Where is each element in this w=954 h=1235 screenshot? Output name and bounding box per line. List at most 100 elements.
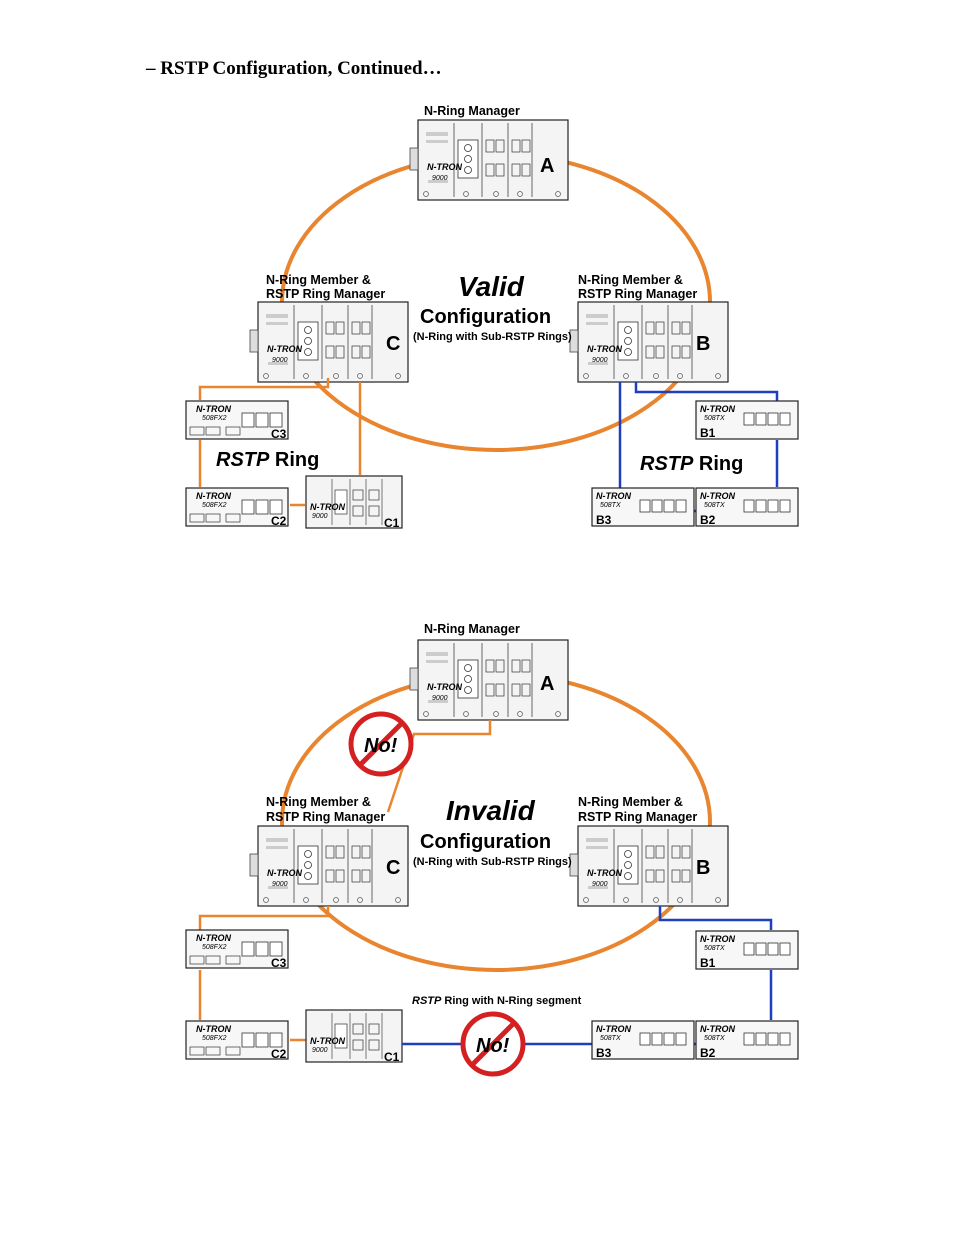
valid-diagram: N-TRON 9000 A N-Ring Manager N-TRON 9000… <box>185 104 799 530</box>
svg-text:508TX: 508TX <box>704 415 725 422</box>
svg-text:508TX: 508TX <box>704 945 725 952</box>
n-ring-manager-label: N-Ring Manager <box>424 104 520 118</box>
c-sub-ring-link-invalid <box>198 906 330 930</box>
svg-text:N-TRON: N-TRON <box>196 404 231 414</box>
invalid-title: Invalid <box>446 795 536 826</box>
svg-text:508TX: 508TX <box>704 1035 725 1042</box>
svg-text:C1: C1 <box>384 1050 400 1064</box>
svg-text:No!: No! <box>476 1035 510 1057</box>
svg-text:N-TRON: N-TRON <box>196 491 231 501</box>
svg-text:(N-Ring with Sub-RSTP Rings): (N-Ring with Sub-RSTP Rings) <box>413 856 572 868</box>
page-heading: – RSTP Configuration, Continued… <box>146 58 442 79</box>
svg-text:B2: B2 <box>700 1046 716 1060</box>
svg-text:9000: 9000 <box>312 513 328 520</box>
svg-text:B: B <box>696 857 710 879</box>
tag-b3: B3 <box>596 513 612 527</box>
svg-text:9000: 9000 <box>312 1047 328 1054</box>
valid-title: Valid <box>458 271 525 302</box>
svg-text:A: A <box>540 673 554 695</box>
segment-label: RSTP Ring with N-Ring segment <box>412 995 582 1007</box>
model-label: 9000 <box>432 175 448 182</box>
svg-text:N-TRON: N-TRON <box>196 933 231 943</box>
svg-text:N-TRON: N-TRON <box>587 868 622 878</box>
switch-c3: N-TRON 508FX2 C3 <box>185 400 289 441</box>
svg-text:N-TRON: N-TRON <box>310 1036 345 1046</box>
unit-letter-a: A <box>540 155 554 177</box>
svg-text:N-Ring Member &: N-Ring Member & <box>266 795 371 809</box>
svg-text:508FX2: 508FX2 <box>202 502 227 509</box>
device-c-invalid: N-TRON 9000 C <box>249 825 409 907</box>
switch-b3: N-TRON 508TX B3 <box>591 487 695 527</box>
no-sign-icon: No! <box>348 711 414 777</box>
svg-text:508TX: 508TX <box>600 502 621 509</box>
b-sub-ring-link-invalid <box>658 906 773 930</box>
n-ring-manager-label-invalid: N-Ring Manager <box>424 622 520 636</box>
switch-b1-invalid: N-TRON 508TX B1 <box>695 930 799 970</box>
device-c: N-TRON 9000 C <box>249 301 409 383</box>
svg-text:N-TRON: N-TRON <box>596 491 631 501</box>
device-b: N-TRON 9000 B <box>569 301 729 383</box>
invalid-diagram: N-TRON 9000 A N-Ring Manager N-TRON 9000… <box>185 622 799 1077</box>
svg-text:N-Ring Member &: N-Ring Member & <box>578 795 683 809</box>
tag-c1: C1 <box>384 516 400 530</box>
switch-b3-invalid: N-TRON 508TX B3 <box>591 1020 695 1060</box>
svg-text:508FX2: 508FX2 <box>202 1035 227 1042</box>
svg-text:Configuration: Configuration <box>420 831 551 853</box>
device-b-invalid: N-TRON 9000 B <box>569 825 729 907</box>
svg-text:N-TRON: N-TRON <box>310 502 345 512</box>
svg-text:B3: B3 <box>596 1046 612 1060</box>
svg-text:N-TRON: N-TRON <box>700 491 735 501</box>
switch-c2: N-TRON 508FX2 C2 <box>185 487 289 528</box>
switch-b2-invalid: N-TRON 508TX B2 <box>695 1020 799 1060</box>
svg-text:B1: B1 <box>700 956 716 970</box>
unit-letter-c: C <box>386 333 400 355</box>
tag-b2: B2 <box>700 513 716 527</box>
svg-text:N-TRON: N-TRON <box>596 1024 631 1034</box>
svg-text:508TX: 508TX <box>600 1035 621 1042</box>
svg-text:9000: 9000 <box>272 357 288 364</box>
tag-c3: C3 <box>271 427 287 441</box>
svg-text:9000: 9000 <box>592 357 608 364</box>
unit-letter-b: B <box>696 333 710 355</box>
svg-text:No!: No! <box>364 735 398 757</box>
member-label-b-1: N-Ring Member & <box>578 273 683 287</box>
switch-c2-invalid: N-TRON 508FX2 C2 <box>185 1020 289 1061</box>
svg-text:508TX: 508TX <box>704 502 725 509</box>
svg-text:9000: 9000 <box>272 881 288 888</box>
device-c1: N-TRON 9000 C1 <box>305 475 403 530</box>
configuration-subtitle: (N-Ring with Sub-RSTP Rings) <box>413 331 572 343</box>
configuration-label: Configuration <box>420 306 551 328</box>
svg-text:N-TRON: N-TRON <box>700 934 735 944</box>
rstp-ring-label-left: RSTP Ring <box>216 449 319 471</box>
member-label-c-1: N-Ring Member & <box>266 273 371 287</box>
no-sign-icon: No! <box>460 1011 526 1077</box>
c-sub-ring-link <box>198 378 330 400</box>
brand-label: N-TRON <box>427 162 462 172</box>
svg-text:N-TRON: N-TRON <box>700 404 735 414</box>
rstp-ring-label-right: RSTP Ring <box>640 453 743 475</box>
device-c1-invalid: N-TRON 9000 C1 <box>305 1009 403 1064</box>
tag-b1: B1 <box>700 426 716 440</box>
member-label-c-2: RSTP Ring Manager <box>266 287 385 301</box>
member-label-b-2: RSTP Ring Manager <box>578 287 697 301</box>
device-a-invalid: N-TRON 9000 A <box>409 639 569 721</box>
tag-c2: C2 <box>271 514 287 528</box>
svg-text:508FX2: 508FX2 <box>202 415 227 422</box>
svg-text:C3: C3 <box>271 956 287 970</box>
device-a: N-TRON 9000 A <box>409 119 569 201</box>
switch-b1: N-TRON 508TX B1 <box>695 400 799 440</box>
svg-text:N-TRON: N-TRON <box>267 344 302 354</box>
svg-text:N-TRON: N-TRON <box>587 344 622 354</box>
svg-text:RSTP Ring Manager: RSTP Ring Manager <box>578 810 697 824</box>
svg-text:C: C <box>386 857 400 879</box>
svg-text:N-TRON: N-TRON <box>700 1024 735 1034</box>
svg-text:9000: 9000 <box>592 881 608 888</box>
switch-c3-invalid: N-TRON 508FX2 C3 <box>185 929 289 970</box>
svg-text:9000: 9000 <box>432 695 448 702</box>
svg-text:N-TRON: N-TRON <box>196 1024 231 1034</box>
svg-text:N-TRON: N-TRON <box>427 682 462 692</box>
svg-text:N-TRON: N-TRON <box>267 868 302 878</box>
switch-b2: N-TRON 508TX B2 <box>695 487 799 527</box>
svg-text:508FX2: 508FX2 <box>202 944 227 951</box>
